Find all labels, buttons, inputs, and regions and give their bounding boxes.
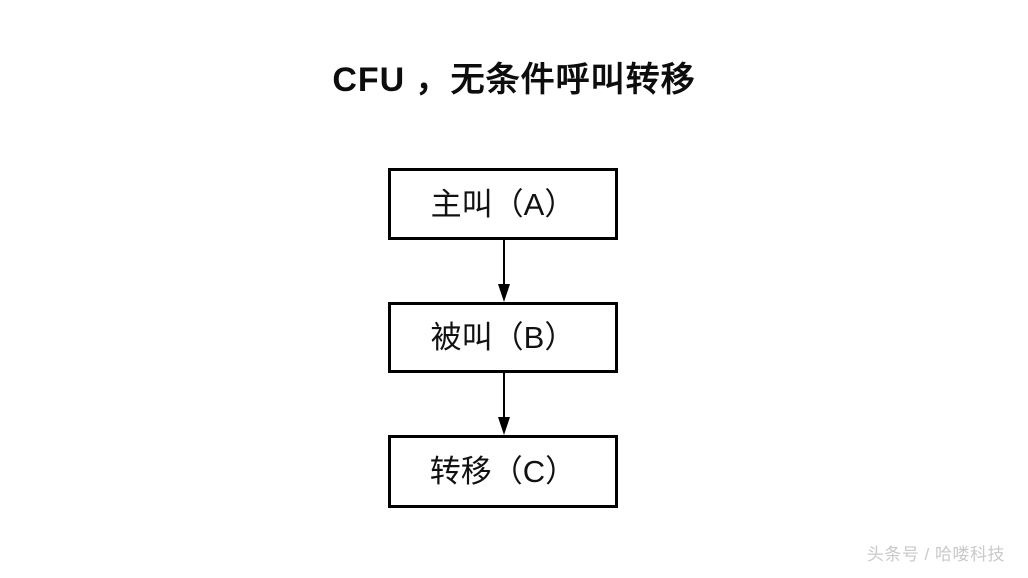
page-title: CFU ，无条件呼叫转移 xyxy=(332,61,696,99)
flow-node-label: 转移（C） xyxy=(429,454,577,489)
flow-node-forwarded[interactable]: 转移（C） xyxy=(388,435,618,508)
flow-node-label: 被叫（B） xyxy=(430,320,576,355)
flow-node-caller[interactable]: 主叫（A） xyxy=(388,168,618,240)
flow-arrow-caller-to-callee xyxy=(497,240,511,302)
flow-node-label: 主叫（A） xyxy=(430,186,576,222)
flow-arrow-callee-to-forwarded xyxy=(497,373,511,435)
flow-node-callee[interactable]: 被叫（B） xyxy=(388,302,618,373)
watermark-text: 头条号 / 哈喽科技 xyxy=(866,545,1005,564)
